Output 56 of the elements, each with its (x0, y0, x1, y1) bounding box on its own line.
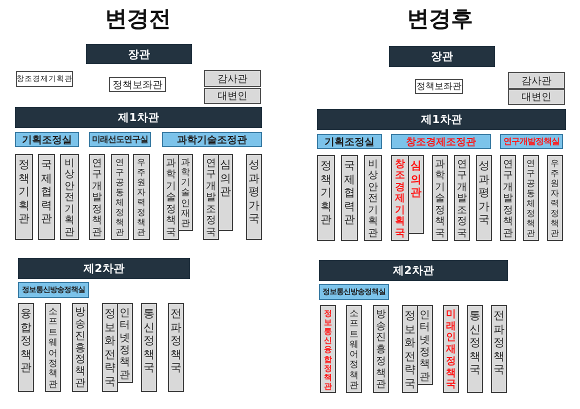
division-header: 미래선도연구실 (89, 132, 151, 147)
bureau-box: 방송진흥정책관 (72, 303, 88, 392)
bureau-box: 통신정책국 (467, 305, 483, 393)
bureau-box: 연구공동체정책관 (523, 155, 539, 241)
bureau-box: 우주원자력정책관 (547, 155, 563, 241)
executive-bar: 제2차관 (319, 260, 508, 281)
bureau-box: 정보화전략국 (402, 305, 418, 393)
bureau-box: 융합정책관 (18, 303, 34, 392)
division-header: 창조경제조정관 (391, 134, 491, 149)
division-header: 기획조정실 (317, 134, 382, 149)
division-header: 과학기술조정관 (162, 132, 262, 147)
bureau-box: 연구공동체정책관 (111, 154, 129, 240)
bureau-box: 과학기술정책국 (432, 155, 448, 241)
bureau-box: 인터넷정책관 (417, 305, 433, 385)
office-box: 대변인 (508, 89, 565, 105)
bureau-box: 국제협력관 (38, 154, 55, 240)
bureau-box: 정책기획관 (15, 154, 33, 240)
heading: 변경전 (105, 6, 171, 34)
bureau-box: 소프트웨어정책관 (45, 303, 61, 392)
office-box: 감사관 (204, 70, 261, 87)
bureau-box: 소프트웨어정책관 (346, 305, 362, 393)
bureau-box: 전파정책국 (168, 303, 184, 392)
office-box: 정책보좌관 (109, 77, 166, 92)
bureau-box: 정책기획관 (317, 155, 335, 241)
bureau-box: 인터넷정책관 (117, 303, 133, 383)
bureau-box: 정보화전략국 (102, 303, 118, 392)
office-box: 대변인 (204, 88, 261, 104)
bureau-box: 과학기술정책국 (163, 154, 179, 240)
heading: 변경후 (407, 6, 473, 34)
bureau-box: 전파정책국 (491, 305, 507, 393)
executive-bar: 장관 (86, 44, 192, 64)
bureau-box: 비상안전기획관 (364, 155, 382, 241)
division-header: 기획조정실 (15, 132, 79, 147)
bureau-box: 성과평가국 (476, 155, 492, 241)
bureau-box: 방송진흥정책관 (373, 305, 389, 393)
bureau-box: 성과평가국 (246, 154, 262, 240)
bureau-box: 창조경제기획국 (391, 155, 409, 241)
bureau-box: 연구개발조정국 (454, 155, 470, 241)
bureau-box: 국제협력관 (341, 155, 358, 241)
bureau-box: 연구개발정책관 (500, 155, 516, 241)
bureau-box: 과학기술인재관 (178, 154, 193, 231)
bureau-box: 연구개발조정국 (203, 154, 219, 240)
executive-bar: 제1차관 (317, 109, 566, 130)
bureau-box: 미래인재정책국 (443, 305, 459, 393)
office-box: 정책보좌관 (415, 79, 463, 94)
bureau-box: 심의관 (218, 154, 233, 231)
bureau-box: 심의관 (408, 155, 424, 234)
executive-bar: 제2차관 (18, 258, 190, 279)
bureau-box: 통신정책국 (141, 303, 157, 392)
executive-bar: 장관 (389, 46, 495, 67)
office-box: 감사관 (508, 72, 565, 89)
bureau-box: 연구개발정책관 (89, 154, 105, 240)
bureau-box: 우주원자력정책관 (133, 154, 150, 240)
bureau-box: 비상안전기획관 (60, 154, 79, 240)
executive-bar: 제1차관 (15, 107, 262, 128)
division-header: 연구개발정책실 (500, 134, 563, 149)
